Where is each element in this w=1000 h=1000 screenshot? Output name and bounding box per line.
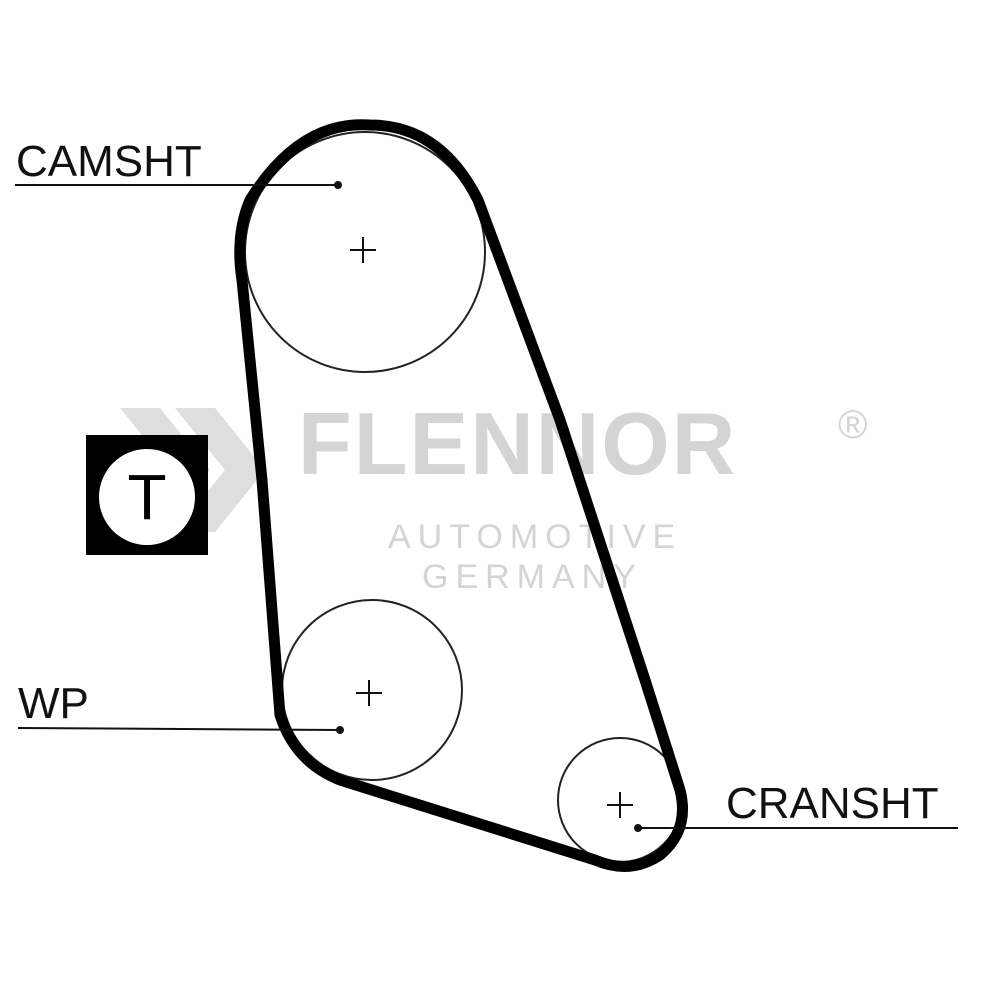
camshaft-center-mark [350,237,376,263]
watermark-tagline-1: AUTOMOTIVE [388,518,683,556]
tensioner-label: T [127,461,167,533]
crankshaft-leader-dot [634,824,642,832]
water-pump-center-mark [356,680,382,706]
watermark-registered-mark: ® [838,403,868,447]
watermark-tagline-2: GERMANY [422,558,643,596]
water-pump-pulley [281,599,463,781]
crankshaft-center-mark [607,792,633,818]
crankshaft-label: CRANSHT [726,779,939,828]
camshaft-leader-dot [334,181,342,189]
tensioner-icon [86,435,208,555]
water-pump-leader-dot [336,726,344,734]
timing-belt [234,119,688,872]
water-pump-label: WP [18,679,89,728]
watermark-brand: FLENNOR [298,394,738,493]
water-pump-leader-line [17,727,341,731]
camshaft-label: CAMSHT [16,137,202,186]
